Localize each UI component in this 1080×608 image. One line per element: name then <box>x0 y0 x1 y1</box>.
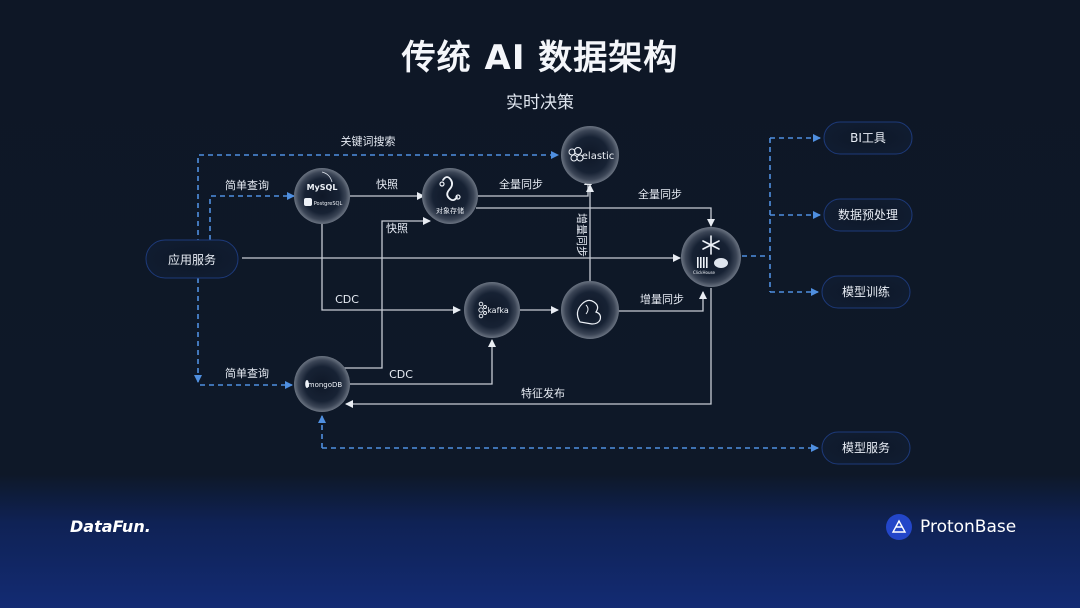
label-cdc-1: CDC <box>335 293 359 306</box>
edge-cdc-mongo <box>350 339 496 385</box>
kafka-label: kafka <box>487 306 509 315</box>
clickhouse-bars-icon <box>697 257 708 268</box>
object-storage-label: 对象存储 <box>436 206 464 215</box>
protonbase-brand-text: ProtonBase <box>920 517 1017 537</box>
mongodb-leaf-icon <box>305 380 309 388</box>
edge-feature-publish <box>345 288 712 408</box>
node-flink[interactable] <box>561 281 619 339</box>
hive-icon <box>714 258 728 268</box>
postgresql-elephant-icon <box>304 198 312 206</box>
model-serving-label: 模型服务 <box>842 440 890 455</box>
pill-model-serving[interactable]: 模型服务 <box>821 431 911 465</box>
postgresql-label: PostgreSQL <box>314 201 343 207</box>
page-title: 传统 AI 数据架构 <box>401 38 679 78</box>
solid-connections <box>242 177 715 408</box>
flink-squirrel-icon <box>576 299 602 325</box>
edge-simple-query-mysql <box>209 192 295 240</box>
edge-keyword-search <box>197 151 559 244</box>
pill-bi-tools[interactable]: BI工具 <box>823 121 913 155</box>
pill-data-preprocess[interactable]: 数据预处理 <box>823 198 913 232</box>
label-full-sync-1: 全量同步 <box>499 177 543 191</box>
label-keyword-search: 关键词搜索 <box>341 134 396 148</box>
node-object-storage[interactable]: 对象存储 <box>422 168 478 224</box>
label-simple-query-1: 简单查询 <box>225 178 269 192</box>
label-incremental-sync: 增量同步 <box>640 292 684 306</box>
dashed-connections <box>194 134 821 452</box>
object-storage-icon <box>442 176 458 202</box>
pill-app-service[interactable]: 应用服务 <box>145 239 239 279</box>
datafun-logo: DataFun. <box>70 517 151 536</box>
edge-incremental-clickhouse <box>618 291 707 312</box>
label-incremental-sync-vertical: 增量同步 <box>575 213 589 257</box>
mongodb-label: mongoDB <box>308 381 343 389</box>
bi-tools-label: BI工具 <box>850 131 886 145</box>
node-mongodb[interactable]: mongoDB <box>294 356 350 412</box>
edge-full-sync-clickhouse <box>476 207 715 227</box>
node-kafka[interactable]: kafka <box>464 282 520 338</box>
mysql-dolphin-icon <box>321 171 333 183</box>
node-clickhouse[interactable]: ClickHouse <box>681 227 741 287</box>
app-service-label: 应用服务 <box>168 252 216 267</box>
elastic-label: elastic <box>582 151 614 162</box>
elastic-logo-icon <box>568 147 584 162</box>
snowflake-icon <box>702 235 720 255</box>
label-cdc-2: CDC <box>389 368 413 381</box>
page-subtitle: 实时决策 <box>506 93 574 113</box>
pill-model-training[interactable]: 模型训练 <box>821 275 911 309</box>
edge-cdc-mysql <box>321 224 461 314</box>
protonbase-triangle-icon <box>886 514 912 540</box>
label-full-sync-2: 全量同步 <box>638 187 682 201</box>
node-elastic[interactable]: elastic <box>561 126 619 184</box>
model-training-label: 模型训练 <box>842 284 890 299</box>
datafun-brand-text: DataFun. <box>70 517 151 536</box>
mysql-label: MySQL <box>307 183 338 192</box>
protonbase-logo: ProtonBase <box>886 514 1016 540</box>
label-simple-query-2: 简单查询 <box>225 366 269 380</box>
label-snapshot-1: 快照 <box>376 178 398 191</box>
clickhouse-label: ClickHouse <box>693 270 716 275</box>
node-mysql-postgresql[interactable]: MySQL PostgreSQL <box>294 168 350 224</box>
label-snapshot-2: 快照 <box>386 222 408 235</box>
edge-snapshot-mongo <box>342 217 431 369</box>
kafka-logo-icon <box>478 301 487 319</box>
data-preprocess-label: 数据预处理 <box>838 207 898 222</box>
label-feature-publish: 特征发布 <box>521 386 565 400</box>
